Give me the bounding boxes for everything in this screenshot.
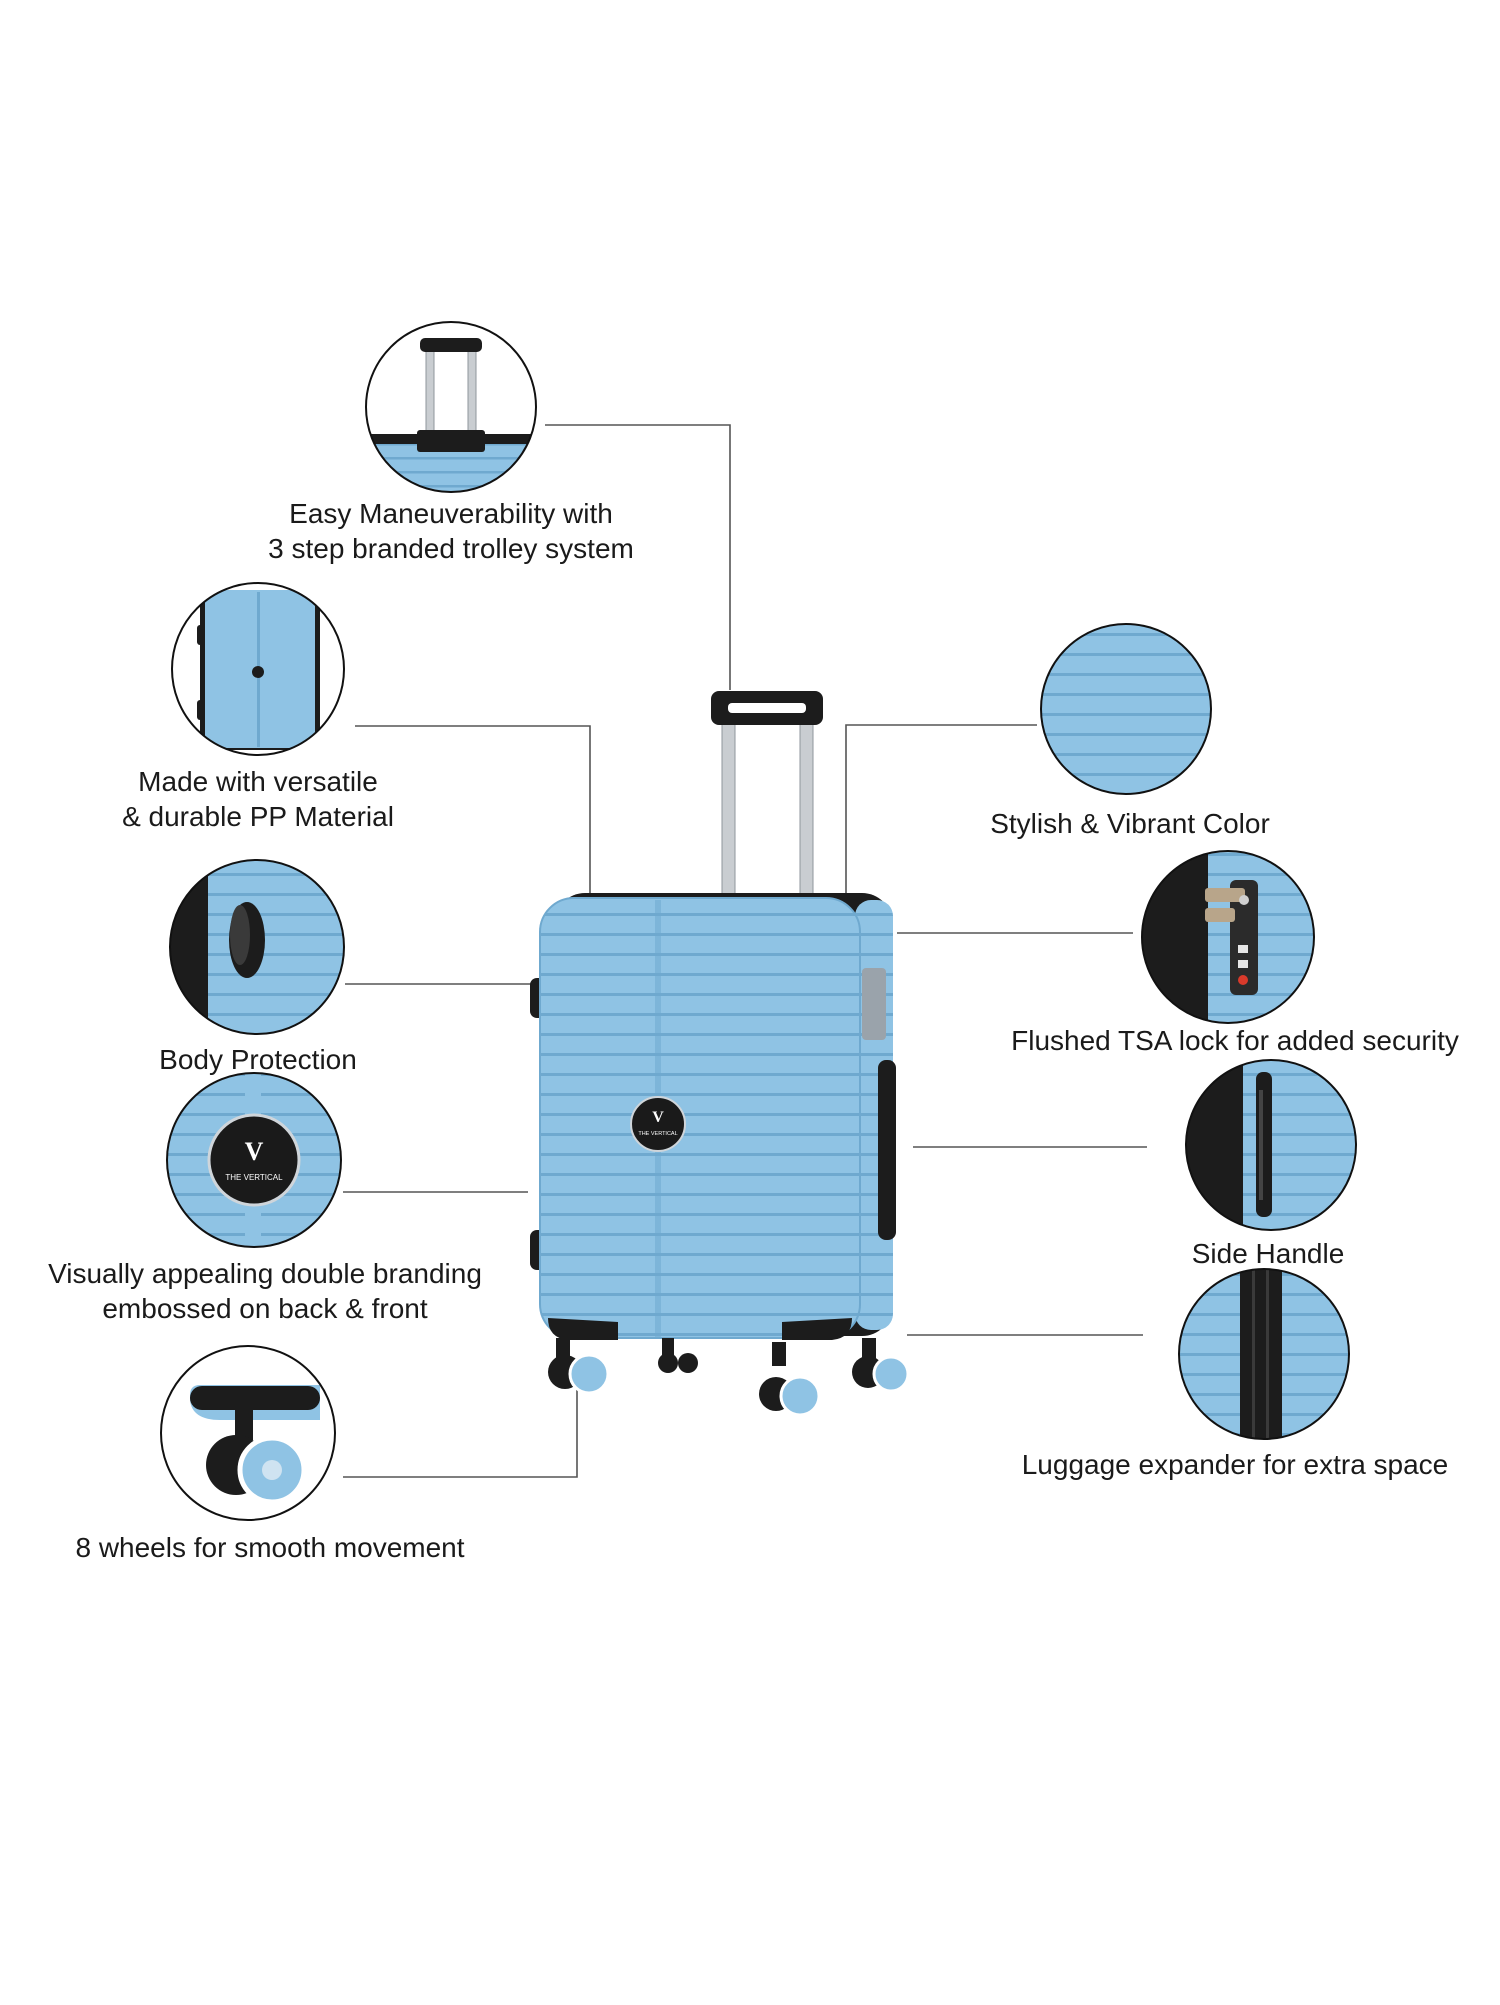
caption-lock: Flushed TSA lock for added security bbox=[990, 1023, 1480, 1058]
caption-expander: Luggage expander for extra space bbox=[1000, 1447, 1470, 1482]
caption-branding-line1: Visually appealing double branding bbox=[48, 1258, 482, 1289]
caption-wheels: 8 wheels for smooth movement bbox=[40, 1530, 500, 1565]
pp-shell-icon bbox=[171, 582, 345, 756]
caption-color-line1: Stylish & Vibrant Color bbox=[990, 808, 1270, 839]
caption-side-handle: Side Handle bbox=[1108, 1236, 1428, 1271]
expander-zip-icon bbox=[1178, 1268, 1350, 1440]
side-handle-icon bbox=[1185, 1059, 1357, 1231]
caption-lock-line1: Flushed TSA lock for added security bbox=[1011, 1025, 1459, 1056]
caption-branding-line2: embossed on back & front bbox=[102, 1293, 428, 1324]
telescopic-handle bbox=[711, 691, 823, 901]
caption-trolley: Easy Maneuverability with 3 step branded… bbox=[226, 496, 676, 566]
suitcase-emblem: V THE VERTICAL bbox=[630, 1096, 686, 1152]
suitcase-main: V THE VERTICAL bbox=[530, 691, 910, 1417]
caption-material-line1: Made with versatile bbox=[138, 766, 378, 797]
connector-lines bbox=[343, 424, 1147, 1478]
connector-material bbox=[355, 725, 591, 898]
caption-expander-line1: Luggage expander for extra space bbox=[1021, 1449, 1449, 1480]
caption-trolley-line1: Easy Maneuverability with bbox=[289, 498, 613, 529]
caption-branding: Visually appealing double branding embos… bbox=[20, 1256, 510, 1326]
svg-text:THE VERTICAL: THE VERTICAL bbox=[225, 1173, 283, 1182]
brand-emblem-icon: V THE VERTICAL bbox=[166, 1072, 342, 1248]
connector-color bbox=[845, 724, 1037, 896]
caption-side-handle-line1: Side Handle bbox=[1191, 1238, 1345, 1269]
caption-protection-line1: Body Protection bbox=[159, 1044, 357, 1075]
tsa-lock-icon bbox=[1141, 850, 1315, 1024]
svg-text:THE VERTICAL: THE VERTICAL bbox=[638, 1131, 677, 1137]
bumper-guard-icon bbox=[169, 859, 345, 1035]
connector-wheels bbox=[343, 1390, 578, 1478]
suitcase-wheels bbox=[548, 1338, 910, 1417]
caption-material-line2: & durable PP Material bbox=[122, 801, 394, 832]
trolley-handle-icon bbox=[365, 321, 537, 493]
svg-text:V: V bbox=[245, 1137, 264, 1166]
caption-wheels-line1: 8 wheels for smooth movement bbox=[75, 1532, 465, 1563]
spinner-wheel-icon bbox=[160, 1345, 336, 1521]
caption-color: Stylish & Vibrant Color bbox=[930, 806, 1330, 841]
ribbed-texture-icon bbox=[1040, 623, 1212, 795]
svg-text:V: V bbox=[652, 1109, 664, 1126]
caption-material: Made with versatile & durable PP Materia… bbox=[68, 764, 448, 834]
caption-trolley-line2: 3 step branded trolley system bbox=[268, 533, 634, 564]
caption-protection: Body Protection bbox=[98, 1042, 418, 1077]
connector-trolley bbox=[545, 424, 731, 690]
